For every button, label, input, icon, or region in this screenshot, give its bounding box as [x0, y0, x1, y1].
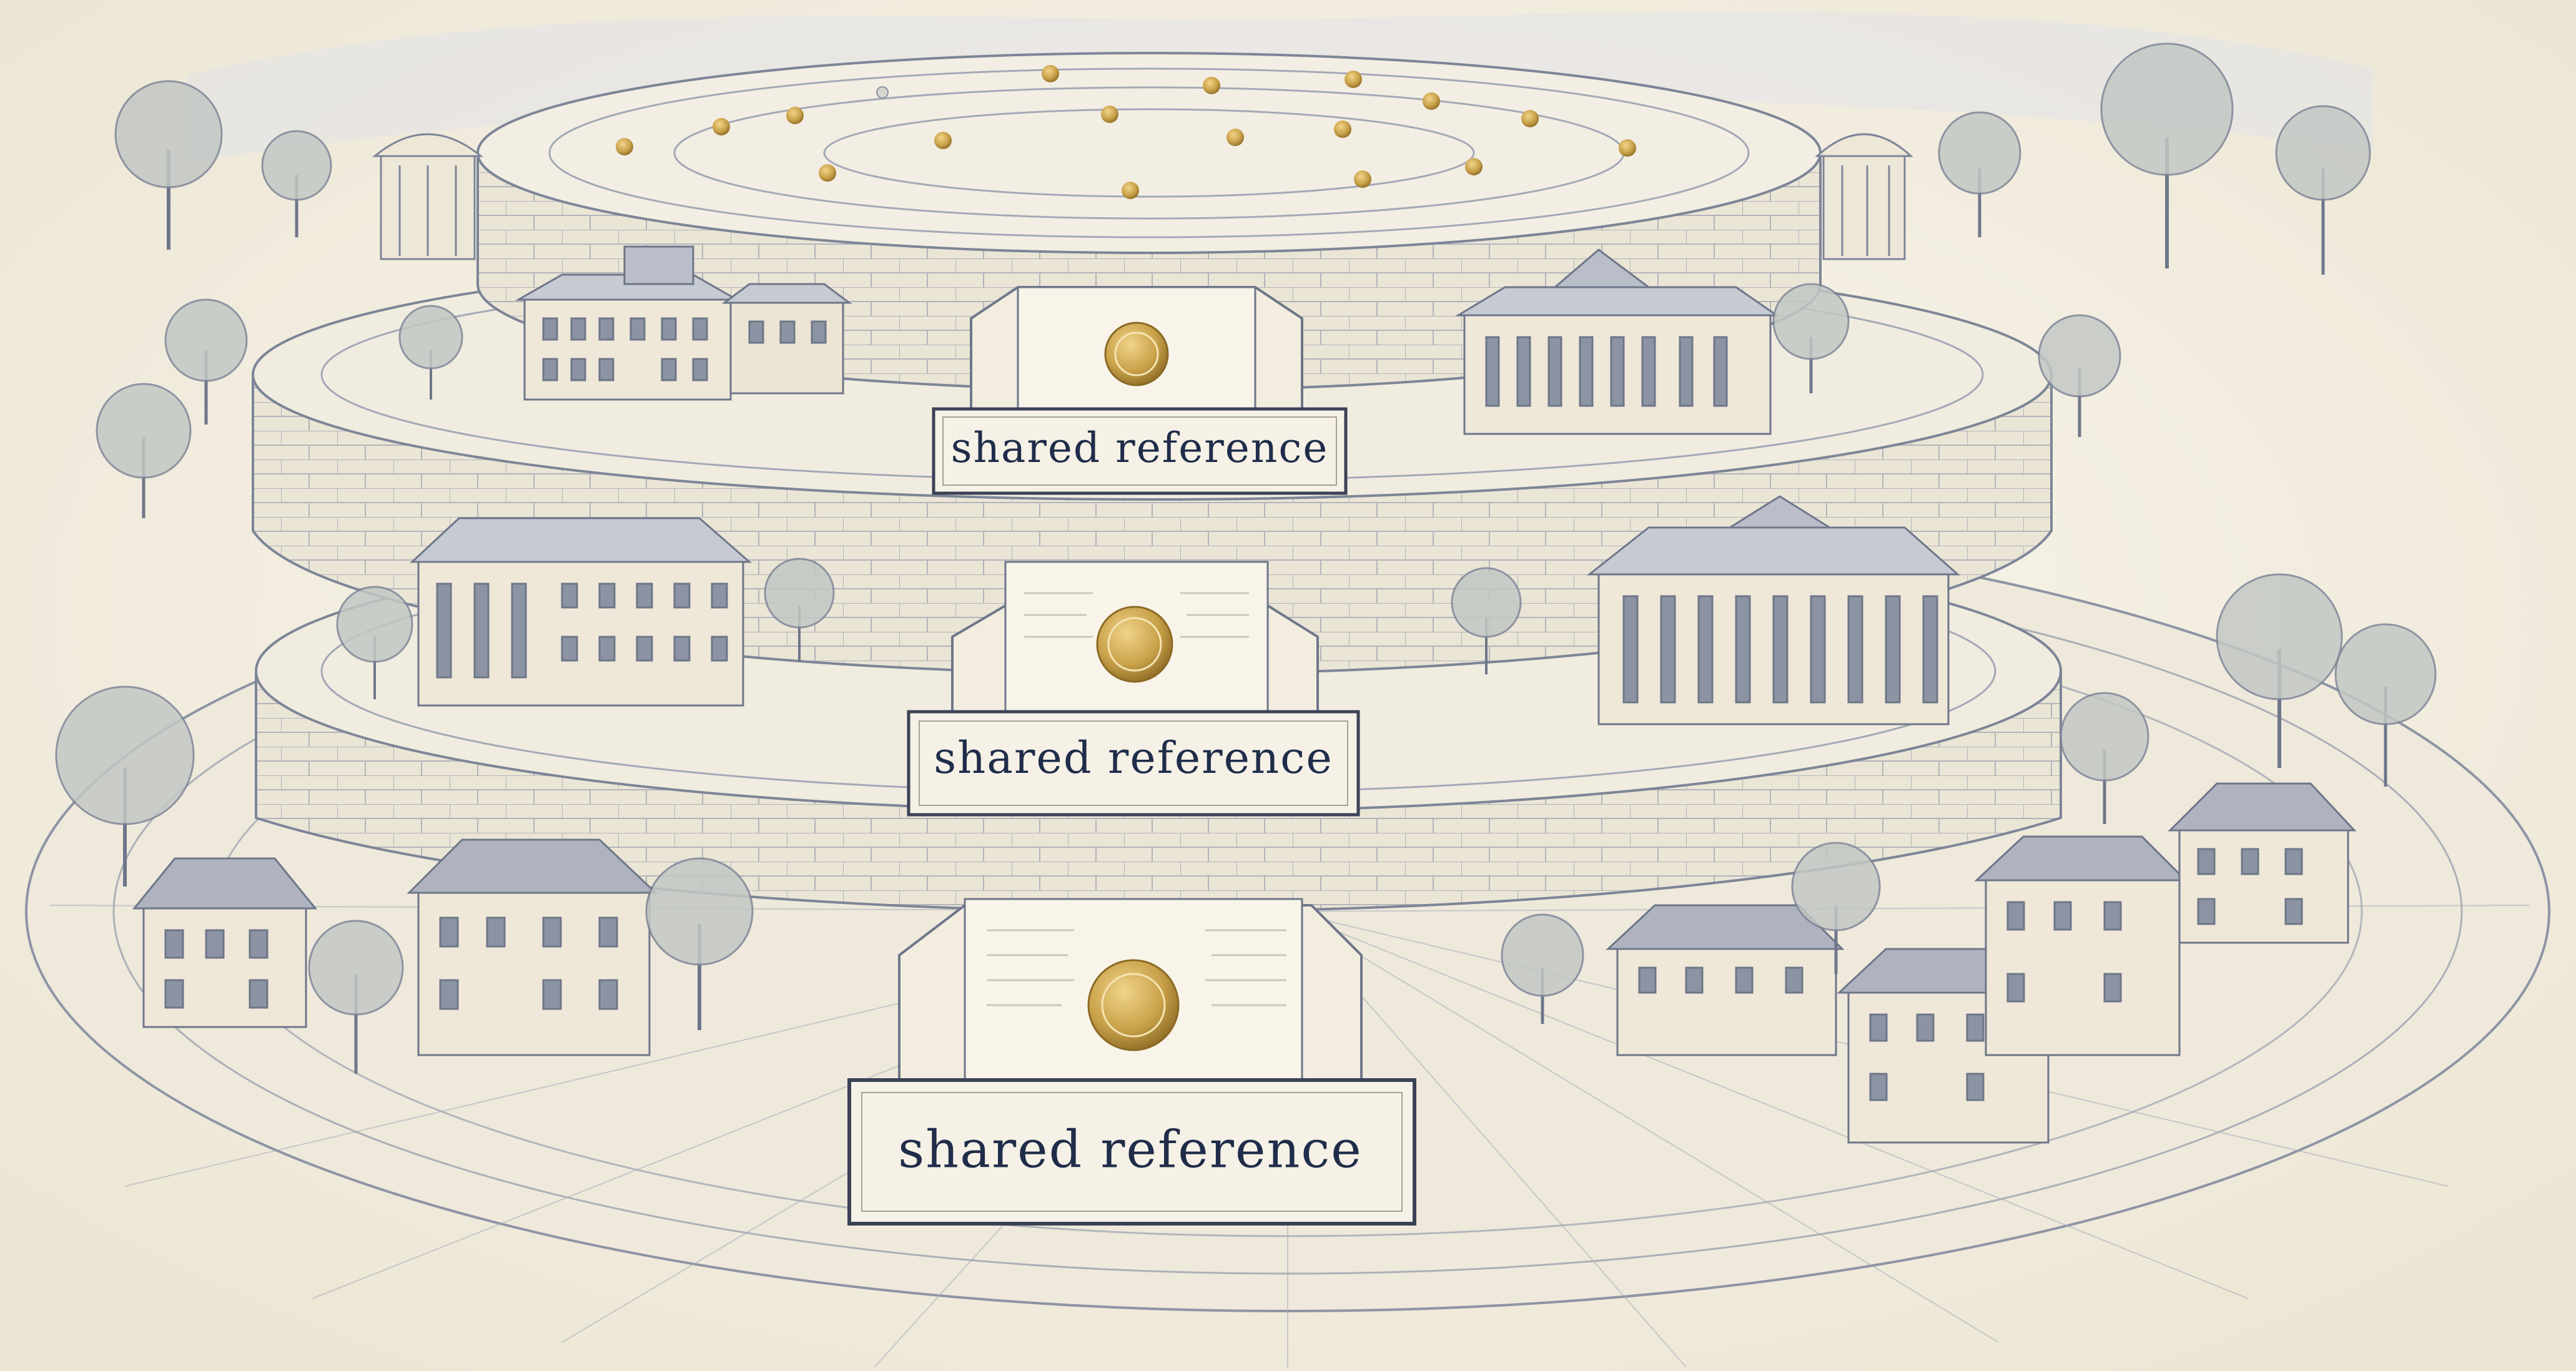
tree-icon [1938, 111, 2021, 237]
gold-marker-icon [1203, 77, 1220, 94]
pavilion-left [372, 133, 484, 260]
gold-marker-icon [1042, 65, 1059, 82]
building-icon [1454, 248, 1780, 435]
gold-marker-icon [616, 138, 633, 155]
reference-stand-bottom: shared reference [847, 898, 1416, 1226]
gold-marker-icon [1345, 71, 1362, 88]
building-icon [1974, 835, 2188, 1056]
building-icon [1586, 495, 1960, 725]
building-icon [132, 857, 318, 1028]
tree-icon [1501, 913, 1584, 1024]
building-icon [410, 517, 752, 707]
building-icon [1606, 904, 1845, 1056]
tree-icon [2334, 623, 2437, 787]
building-icon [515, 245, 852, 401]
gold-marker-icon [1521, 110, 1539, 127]
tree-icon [1772, 283, 1850, 393]
plaque-label-bottom: shared reference [898, 1121, 1363, 1180]
tree-icon [1791, 842, 1881, 974]
gold-marker-icon [1354, 170, 1371, 188]
tree-icon [308, 920, 404, 1074]
gold-marker-icon [1423, 92, 1440, 110]
gold-marker-icon [713, 118, 730, 135]
gold-marker-icon [786, 107, 804, 124]
gold-marker-group [616, 65, 1636, 199]
plaque-label-top: shared reference [951, 424, 1329, 472]
tree-icon [261, 130, 332, 237]
gold-marker-icon [1101, 106, 1118, 123]
tree-icon [114, 80, 223, 250]
pavilion-right [1815, 133, 1913, 260]
gold-marker-icon [876, 86, 889, 99]
tree-icon [2100, 42, 2234, 268]
building-icon [2168, 782, 2357, 944]
gold-marker-icon [934, 132, 952, 149]
tree-icon [2275, 105, 2371, 275]
gold-marker-icon [1619, 139, 1636, 157]
tree-icon [96, 383, 192, 518]
gold-marker-icon [1122, 182, 1139, 199]
tree-icon [55, 686, 195, 887]
tree-icon [2216, 573, 2343, 768]
gold-marker-icon [1226, 129, 1244, 146]
tree-icon [764, 558, 835, 662]
reference-stand-top: shared reference [932, 286, 1348, 495]
reference-stand-middle: shared reference [907, 561, 1360, 817]
tree-icon [2038, 314, 2121, 437]
gold-marker-icon [1465, 158, 1483, 175]
plaque-label-middle: shared reference [934, 732, 1333, 784]
tree-icon [645, 857, 754, 1030]
tree-icon [398, 305, 463, 400]
building-icon [407, 838, 658, 1056]
gold-marker-icon [819, 164, 836, 182]
tree-icon [1451, 567, 1522, 674]
tree-icon [164, 298, 248, 425]
tree-icon [2060, 692, 2149, 824]
gold-marker-icon [1334, 120, 1351, 138]
tree-group [55, 42, 2437, 1074]
tree-icon [336, 586, 413, 699]
